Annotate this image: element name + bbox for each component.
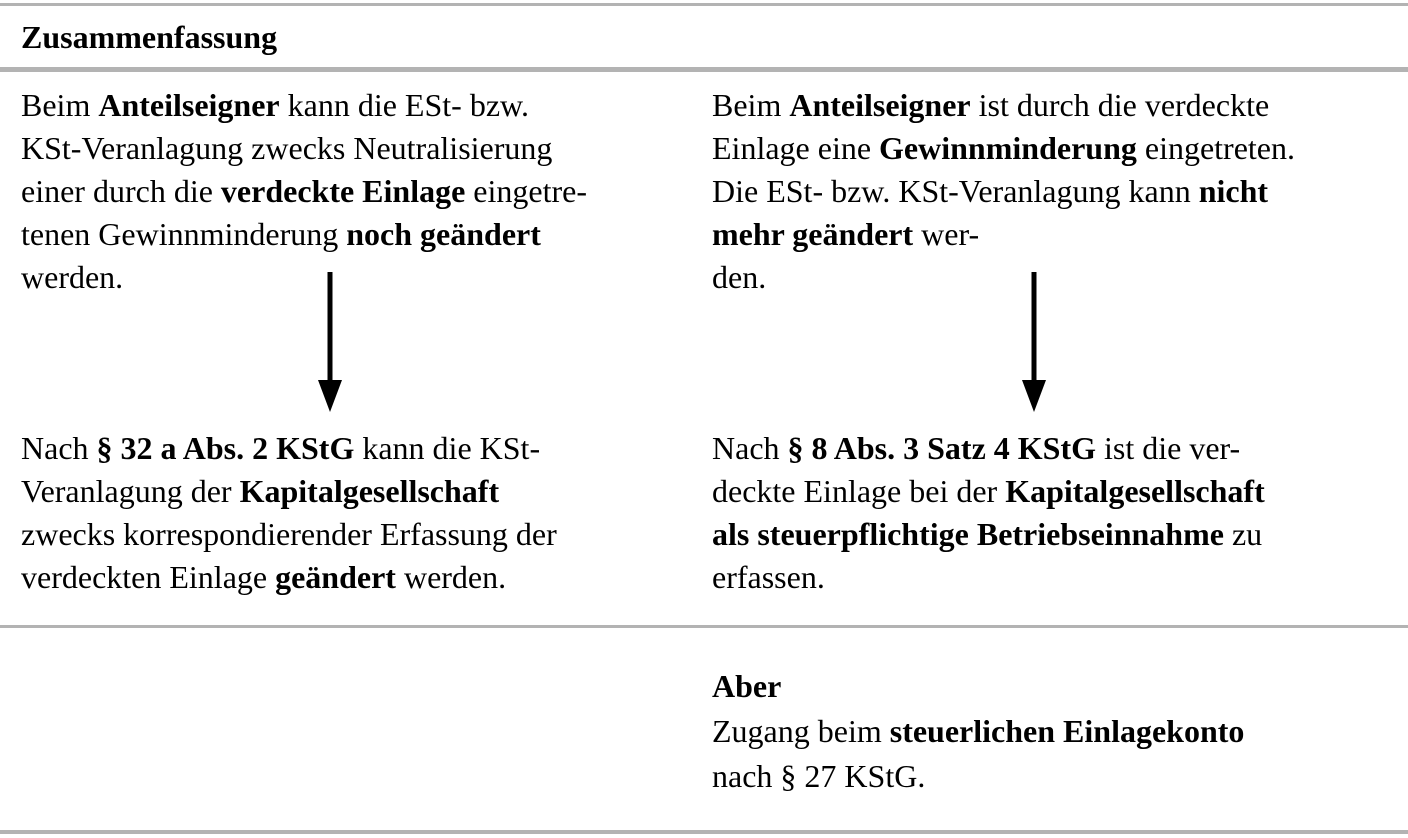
text-line: tenen Gewinnminderung noch geändert (21, 213, 671, 256)
text-line: Beim Anteilseigner ist durch die verdeck… (712, 84, 1402, 127)
top-divider (0, 3, 1408, 6)
bold-text-segment: Anteilseigner (98, 87, 280, 123)
text-segment: deckte Einlage bei der (712, 473, 1006, 509)
text-line: Aber (712, 664, 1402, 709)
text-segment: Nach (712, 430, 788, 466)
text-line: KSt-Veranlagung zwecks Neutralisierung (21, 127, 671, 170)
text-segment: Beim (712, 87, 790, 123)
text-line: mehr geändert wer- (712, 213, 1402, 256)
text-segment: nach § 27 KStG. (712, 758, 926, 794)
text-line: als steuerpflichtige Betriebseinnahme zu (712, 513, 1402, 556)
text-segment: eingetre- (465, 173, 587, 209)
text-line: einer durch die verdeckte Einlage einget… (21, 170, 671, 213)
text-line: Einlage eine Gewinnminderung eingetreten… (712, 127, 1402, 170)
text-segment: Zugang beim (712, 713, 890, 749)
text-segment: Beim (21, 87, 99, 123)
text-segment: kann die KSt- (354, 430, 541, 466)
text-segment: kann die ESt- bzw. (279, 87, 530, 123)
bold-text-segment: nicht (1198, 173, 1269, 209)
text-line: erfassen. (712, 556, 1402, 599)
bold-text-segment: noch geändert (346, 216, 541, 252)
text-segment: wer- (913, 216, 980, 252)
bold-text-segment: § 32 a Abs. 2 KStG (96, 430, 355, 466)
text-segment: tenen Gewinnminderung (21, 216, 347, 252)
down-arrow-icon (1022, 272, 1046, 412)
text-line: Die ESt- bzw. KSt-Veranlagung kann nicht (712, 170, 1402, 213)
text-line: Veranlagung der Kapitalgesellschaft (21, 470, 671, 513)
text-segment: Veranlagung der (21, 473, 240, 509)
right-column-paragraph-2: Nach § 8 Abs. 3 Satz 4 KStG ist die ver-… (712, 427, 1402, 599)
text-segment: zwecks korrespondierender Erfassung der (21, 516, 557, 552)
text-segment: werden. (21, 259, 124, 295)
text-line: Nach § 32 a Abs. 2 KStG kann die KSt- (21, 427, 671, 470)
down-arrow-icon (318, 272, 342, 412)
bold-text-segment: verdeckte Einlage (220, 173, 466, 209)
text-segment: Nach (21, 430, 97, 466)
left-column-paragraph-1: Beim Anteilseigner kann die ESt- bzw.KSt… (21, 84, 671, 299)
text-line: den. (712, 256, 1402, 299)
text-segment: Die ESt- bzw. KSt-Veranlagung kann (712, 173, 1199, 209)
section-divider (0, 625, 1408, 628)
text-line: Nach § 8 Abs. 3 Satz 4 KStG ist die ver- (712, 427, 1402, 470)
text-segment: zu (1223, 516, 1263, 552)
text-line: Beim Anteilseigner kann die ESt- bzw. (21, 84, 671, 127)
text-segment: werden. (395, 559, 507, 595)
text-segment: ist durch die verdeckte (970, 87, 1270, 123)
bold-text-segment: mehr geändert (712, 216, 914, 252)
text-segment: Einlage eine (712, 130, 880, 166)
text-segment: einer durch die (21, 173, 221, 209)
text-segment: KSt-Veranlagung zwecks Neutralisierung (21, 130, 553, 166)
text-line: deckte Einlage bei der Kapitalgesellscha… (712, 470, 1402, 513)
bold-text-segment: Gewinnminderung (879, 130, 1137, 166)
text-line: zwecks korrespondierender Erfassung der (21, 513, 671, 556)
bottom-divider (0, 830, 1408, 834)
bold-text-segment: Kapitalgesellschaft (1005, 473, 1265, 509)
bold-text-segment: geändert (275, 559, 396, 595)
bold-text-segment: als steuerpflichtige Betriebseinnahme (712, 516, 1224, 552)
bold-text-segment: Aber (712, 668, 782, 704)
text-line: verdeckten Einlage geändert werden. (21, 556, 671, 599)
text-line: nach § 27 KStG. (712, 754, 1402, 799)
bold-text-segment: § 8 Abs. 3 Satz 4 KStG (787, 430, 1096, 466)
text-segment: den. (712, 259, 767, 295)
text-line: werden. (21, 256, 671, 299)
text-segment: erfassen. (712, 559, 825, 595)
text-segment: verdeckten Einlage (21, 559, 276, 595)
left-column-paragraph-2: Nach § 32 a Abs. 2 KStG kann die KSt-Ver… (21, 427, 671, 599)
bold-text-segment: Anteilseigner (789, 87, 971, 123)
text-segment: ist die ver- (1096, 430, 1241, 466)
page-title: Zusammenfassung (21, 19, 278, 55)
heading-divider (0, 67, 1408, 72)
bold-text-segment: steuerlichen Einlagekonto (889, 713, 1245, 749)
text-line: Zugang beim steuerlichen Einlagekonto (712, 709, 1402, 754)
bold-text-segment: Kapitalgesellschaft (239, 473, 500, 509)
right-column-paragraph-1: Beim Anteilseigner ist durch die verdeck… (712, 84, 1402, 299)
text-segment: eingetreten. (1136, 130, 1295, 166)
